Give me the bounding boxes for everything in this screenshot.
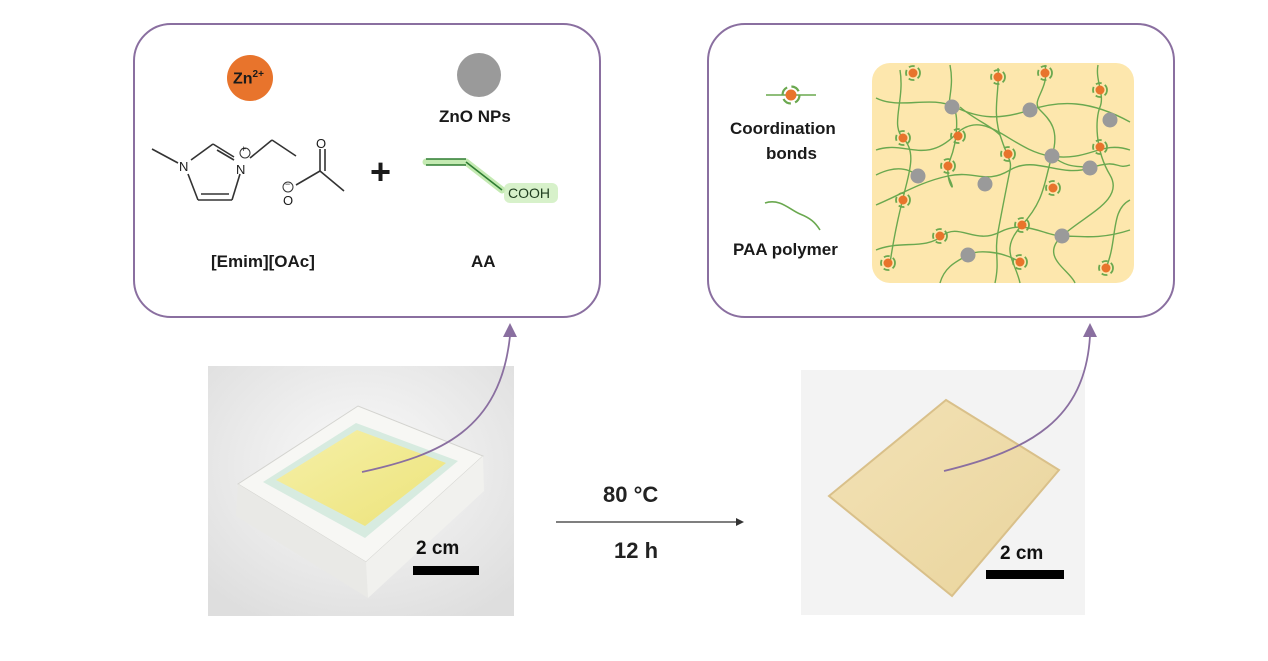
time-label: 12 h <box>614 538 659 563</box>
coordination-bonds-label-line2: bonds <box>766 144 817 163</box>
plus-charge-label: + <box>241 144 247 154</box>
plus-sign: + <box>370 151 392 192</box>
acrylic-acid-structure-icon <box>422 158 558 203</box>
n-plus-atom-label: N <box>236 162 246 177</box>
coordination-bond-icon <box>766 85 816 105</box>
zno-nanoparticle-icon <box>457 53 501 97</box>
precursor-mold-photo <box>208 366 514 616</box>
zn-ion-label: Zn2+ <box>233 69 264 88</box>
precursor-panel <box>133 23 601 318</box>
emim-oac-label: [Emim][OAc] <box>211 252 315 271</box>
o-minus-atom-label: O <box>283 193 294 208</box>
left-scale-bar <box>413 566 479 575</box>
right-scale-bar <box>986 570 1064 579</box>
n-atom-label: N <box>179 159 189 174</box>
paa-polymer-label: PAA polymer <box>733 240 838 259</box>
connector-arrows <box>361 323 1097 473</box>
zn-ion-icon <box>227 55 273 101</box>
coordination-bonds-label-line1: Coordination <box>730 119 836 138</box>
process-arrow-icon <box>556 518 744 526</box>
minus-charge-label: − <box>285 179 291 189</box>
cooh-label: COOH <box>508 185 550 201</box>
o-atom-label: O <box>316 136 327 151</box>
emim-oac-structure-icon <box>151 139 345 201</box>
polymer-chain-icon <box>764 201 821 231</box>
temperature-label: 80 °C <box>603 482 659 507</box>
polymer-network-diagram <box>872 63 1134 284</box>
right-scale-label: 2 cm <box>1000 543 1044 564</box>
left-scale-label: 2 cm <box>416 538 460 559</box>
aa-label: AA <box>471 252 496 271</box>
zno-label: ZnO NPs <box>439 107 511 126</box>
